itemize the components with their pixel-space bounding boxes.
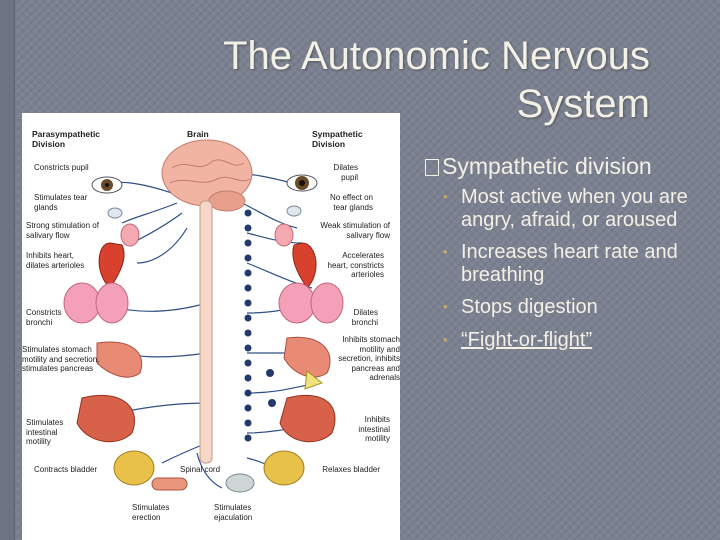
- nervous-system-diagram: Parasympathetic Division Brain Sympathet…: [22, 113, 400, 540]
- sympathetic-ganglia: [244, 209, 288, 442]
- bullet-list: Most active when you are angry, afraid, …: [425, 186, 715, 351]
- ejaculation-label: Stimulates ejaculation: [214, 503, 253, 522]
- parasympathetic-header: Parasympathetic Division: [32, 129, 101, 149]
- right-label-salivary: Weak stimulation of salivary flow: [320, 221, 390, 240]
- left-label-salivary: Strong stimulation of salivary flow: [26, 221, 99, 240]
- diagram-artwork: [63, 139, 344, 493]
- sympathetic-header: Sympathetic Division: [312, 129, 363, 149]
- bullet-item: Stops digestion: [443, 296, 715, 319]
- right-label-tear: No effect on tear glands: [330, 193, 373, 212]
- right-label-bladder: Relaxes bladder: [322, 465, 380, 474]
- fight-or-flight-link[interactable]: “Fight-or-flight”: [461, 328, 593, 351]
- sympathetic-heading: Sympathetic division: [425, 150, 715, 182]
- left-label-tear: Stimulates tear glands: [34, 193, 88, 212]
- right-label-bronchi: Dilates bronchi: [351, 308, 378, 327]
- brain-header: Brain: [187, 129, 209, 139]
- spinal-cord-label: Spinal cord: [180, 465, 221, 474]
- sympathetic-heading-text: Sympathetic division: [442, 153, 652, 179]
- right-label-intestine: Inhibits intestinal motility: [358, 415, 390, 443]
- slide-left-frame: [0, 0, 15, 540]
- left-label-bladder: Contracts bladder: [34, 465, 98, 474]
- spinal-cord-illustration: [199, 200, 213, 464]
- nerve-lines: [111, 172, 318, 489]
- bullet-item: “Fight-or-flight”: [443, 328, 715, 352]
- right-organs: [225, 174, 344, 493]
- left-label-pupil: Constricts pupil: [34, 163, 89, 172]
- right-label-heart: Accelerates heart, constricts arterioles: [327, 251, 384, 279]
- brain-illustration: [161, 139, 253, 212]
- checkbox-bullet-icon: [425, 159, 439, 176]
- slide-body: Sympathetic division Most active when yo…: [425, 150, 715, 361]
- left-label-erection: Stimulates erection: [132, 503, 170, 522]
- slide-title: The Autonomic Nervous System: [223, 34, 650, 126]
- right-label-stomach: Inhibits stomach motility and secretion,…: [338, 335, 400, 382]
- left-label-heart: Inhibits heart, dilates arterioles: [26, 251, 85, 270]
- left-label-intestine: Stimulates intestinal motility: [26, 418, 64, 446]
- bullet-item: Most active when you are angry, afraid, …: [443, 186, 715, 231]
- bullet-item: Increases heart rate and breathing: [443, 241, 715, 286]
- left-label-stomach: Stimulates stomach motility and secretio…: [22, 345, 100, 373]
- right-label-pupil: Dilates pupil: [333, 163, 358, 182]
- left-organs: [63, 176, 188, 491]
- left-label-bronchi: Constricts bronchi: [26, 308, 62, 327]
